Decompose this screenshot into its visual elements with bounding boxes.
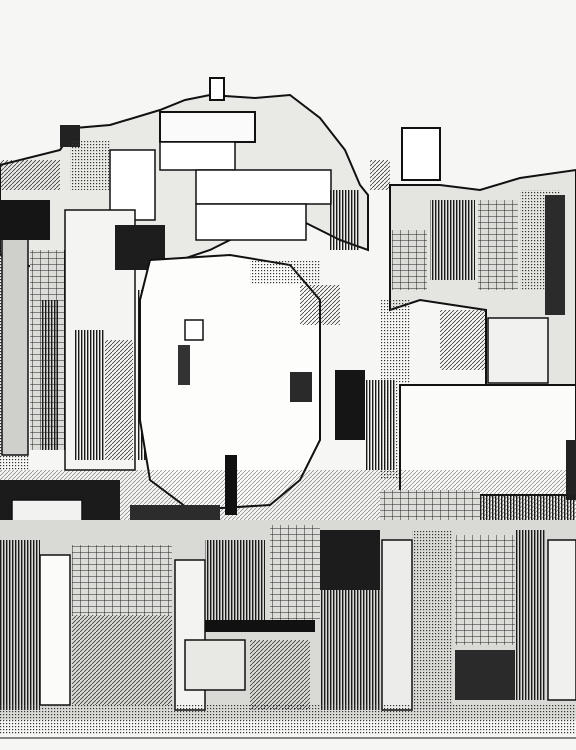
central-white-void <box>139 253 340 512</box>
lower-city <box>0 520 576 720</box>
bottom-strip <box>0 705 576 750</box>
left-buildings <box>0 200 165 471</box>
